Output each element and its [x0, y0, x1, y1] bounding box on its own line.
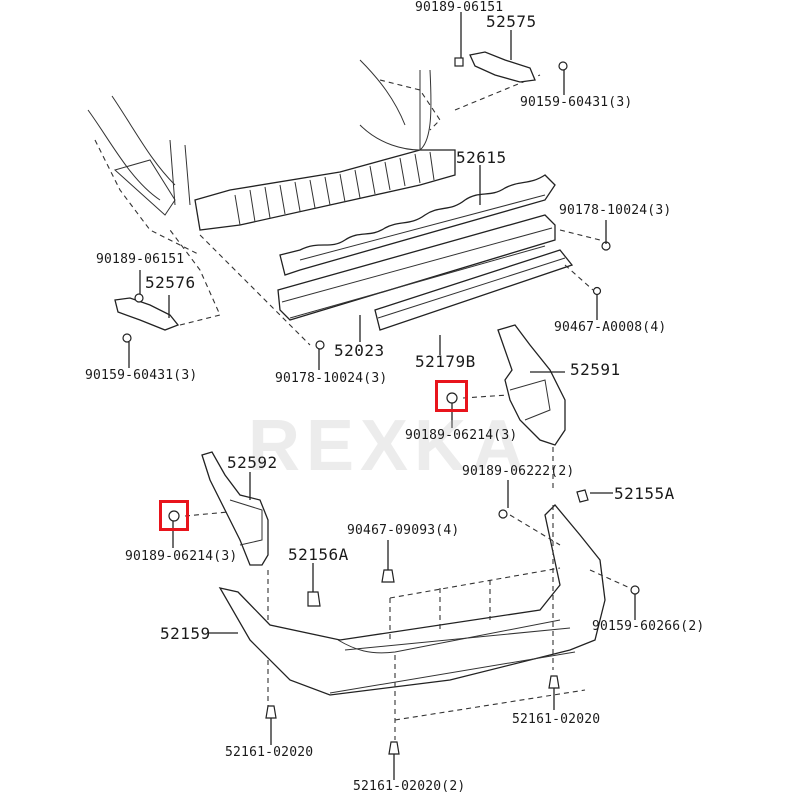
label-52161-02020-bottom: 52161-02020(2) [353, 779, 466, 794]
label-90189-06151-left: 90189-06151 [96, 252, 185, 267]
label-52161-02020-right: 52161-02020 [512, 712, 601, 727]
label-90159-60266: 90159-60266(2) [592, 619, 705, 634]
label-90189-06151-top: 90189-06151 [415, 0, 504, 15]
body-frame [87, 59, 541, 256]
label-90189-06222: 90189-06222(2) [462, 464, 575, 479]
label-52576: 52576 [145, 273, 196, 292]
absorber-52179b [374, 229, 601, 331]
label-52161-02020-left: 52161-02020 [225, 745, 314, 760]
label-52023: 52023 [334, 341, 385, 360]
label-90178-10024-bottom: 90178-10024(3) [275, 371, 388, 386]
label-52591: 52591 [570, 360, 621, 379]
label-90159-60431-top: 90159-60431(3) [520, 95, 633, 110]
label-52575: 52575 [486, 12, 537, 31]
label-90159-60431-left: 90159-60431(3) [85, 368, 198, 383]
side-retainer-52592 [184, 451, 269, 710]
highlight-box-90189-06214-right [435, 380, 468, 412]
label-90189-06214-right: 90189-06214(3) [405, 428, 518, 443]
reinforcement-52023 [199, 214, 556, 346]
label-52155a: 52155A [614, 484, 675, 503]
label-52179b: 52179B [415, 352, 476, 371]
label-52615: 52615 [456, 148, 507, 167]
label-52592: 52592 [227, 453, 278, 472]
label-52159: 52159 [160, 624, 211, 643]
highlight-box-90189-06214-left [159, 500, 189, 531]
label-52156a: 52156A [288, 545, 349, 564]
absorber-52615 [279, 174, 556, 276]
side-retainer-52591 [462, 324, 566, 490]
label-90467-a0008: 90467-A0008(4) [554, 320, 667, 335]
label-90189-06214-left: 90189-06214(3) [125, 549, 238, 564]
watermark: REXKA [248, 406, 531, 486]
fasteners [168, 241, 640, 755]
bumper-cover-52159 [218, 504, 606, 721]
label-90178-10024-right: 90178-10024(3) [559, 203, 672, 218]
bracket-52575 [454, 51, 568, 83]
leader-lines [128, 12, 636, 780]
bracket-52576 [114, 229, 221, 343]
label-90467-09093: 90467-09093(4) [347, 523, 460, 538]
